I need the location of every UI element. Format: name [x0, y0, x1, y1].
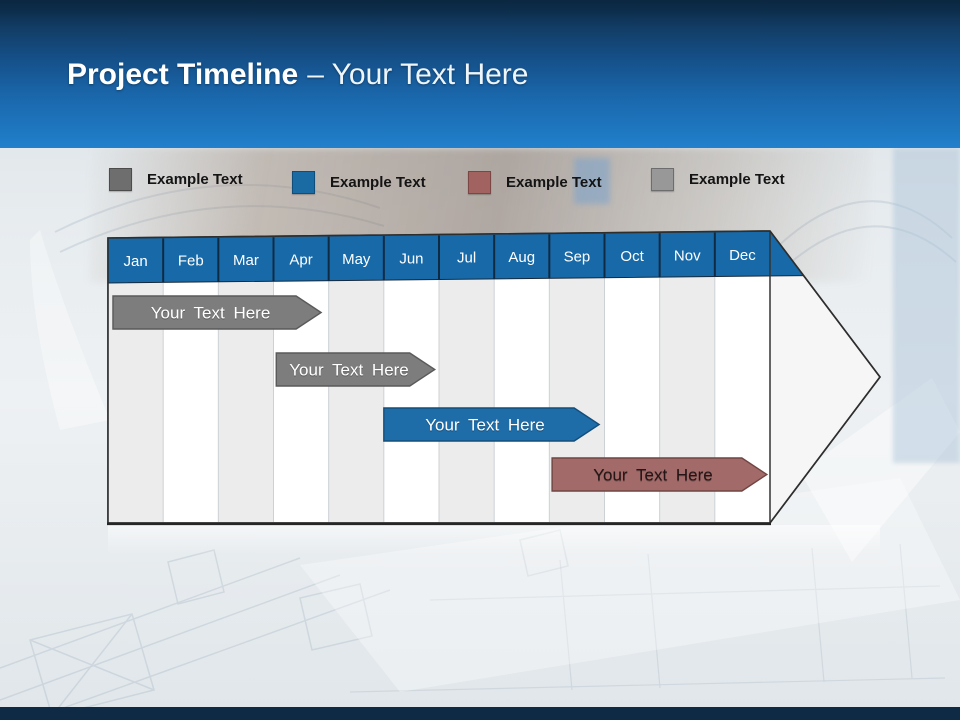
title-banner: Project Timeline– Your Text Here: [0, 0, 960, 148]
month-label: Jun: [399, 250, 423, 267]
legend-label: Example Text: [147, 171, 243, 188]
bar-label: Your Text Here: [151, 304, 271, 323]
month-label: Jan: [123, 253, 147, 270]
legend-item: Example Text: [468, 171, 602, 194]
page-title: Project Timeline– Your Text Here: [67, 58, 528, 92]
timeline-bar: [383, 407, 601, 442]
legend-item: Example Text: [109, 168, 243, 191]
month-column: [383, 270, 439, 522]
month-label: Dec: [729, 247, 756, 264]
legend-swatch-gray-dark: [109, 168, 132, 191]
legend-label: Example Text: [689, 171, 785, 188]
bottom-bar: [0, 707, 960, 720]
bar-label-shadow: Your Text Here: [593, 467, 713, 486]
bar-label-shadow: Your Text Here: [289, 362, 409, 381]
month-label: Jul: [457, 250, 476, 267]
month-label: Nov: [674, 247, 701, 264]
bar-label: Your Text Here: [593, 466, 713, 485]
timeline-bar: [551, 457, 769, 492]
month-column: [439, 270, 495, 522]
month-label: Aug: [508, 249, 535, 266]
month-label: Apr: [289, 251, 312, 268]
legend: Example Text Example Text Example Text E…: [0, 168, 960, 198]
page-title-suffix: – Your Text Here: [307, 58, 529, 91]
month-label: May: [342, 251, 371, 268]
legend-label: Example Text: [330, 174, 426, 191]
month-label: Oct: [620, 248, 644, 265]
timeline-bar: [275, 352, 437, 387]
timeline-bar: [112, 295, 323, 330]
month-label: Feb: [178, 253, 204, 270]
month-label: Mar: [233, 252, 259, 269]
month-column: [328, 270, 384, 522]
month-label: Sep: [564, 249, 591, 266]
legend-item: Example Text: [651, 168, 785, 191]
bar-label-shadow: Your Text Here: [151, 305, 271, 324]
page-title-main: Project Timeline: [67, 58, 299, 91]
month-column: [494, 270, 550, 522]
legend-swatch-gray-light: [651, 168, 674, 191]
timeline-arrow-outline: [107, 230, 882, 524]
bar-label: Your Text Here: [425, 416, 545, 435]
legend-item: Example Text: [292, 171, 426, 194]
legend-swatch-maroon: [468, 171, 491, 194]
legend-label: Example Text: [506, 174, 602, 191]
bar-label-shadow: Your Text Here: [425, 417, 545, 436]
bar-label: Your Text Here: [289, 361, 409, 380]
legend-swatch-blue: [292, 171, 315, 194]
